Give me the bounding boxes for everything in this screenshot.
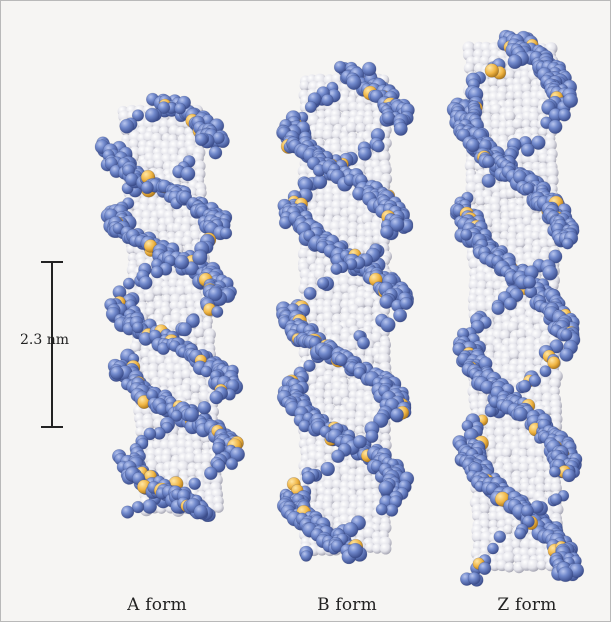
a-form-label: A form xyxy=(97,595,217,615)
scale-bar-label: 2.3 nm xyxy=(20,332,69,348)
z-form-label: Z form xyxy=(467,595,587,615)
a-form-helix xyxy=(95,93,245,522)
b-form-helix xyxy=(276,61,414,564)
z-form-helix xyxy=(447,30,584,587)
b-form-label: B form xyxy=(287,595,407,615)
